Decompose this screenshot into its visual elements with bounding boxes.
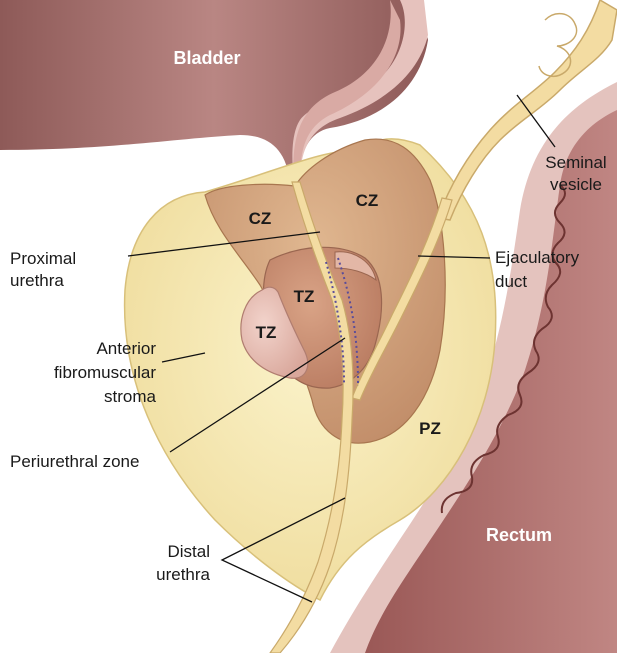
transition-zone-left <box>240 286 309 379</box>
zone-label-pz: PZ <box>419 419 441 438</box>
svg-text:Distal: Distal <box>167 542 210 561</box>
label-distal-urethra: Distal urethra <box>156 542 210 584</box>
leader-distal-urethra <box>220 497 346 603</box>
leader-periurethral-zone <box>169 337 346 453</box>
rectum-label: Rectum <box>486 525 552 545</box>
svg-text:fibromuscular: fibromuscular <box>54 363 156 382</box>
bladder: Bladder <box>0 0 428 182</box>
rectum-wall <box>365 110 617 653</box>
leader-anterior-stroma <box>161 352 206 363</box>
leader-proximal-urethra <box>127 231 321 257</box>
zone-label-cz-right: CZ <box>356 191 379 210</box>
seminal-vesicle-coil <box>538 12 578 78</box>
svg-text:duct: duct <box>495 272 527 291</box>
label-seminal-vesicle: Seminal vesicle <box>545 153 606 194</box>
svg-text:vesicle: vesicle <box>550 175 602 194</box>
verumontanum <box>334 251 377 282</box>
svg-text:Ejaculatory: Ejaculatory <box>495 248 580 267</box>
zone-label-cz-left: CZ <box>249 209 272 228</box>
label-anterior-fibromuscular-stroma: Anterior fibromuscular stroma <box>54 339 157 406</box>
bladder-lumen <box>245 0 428 182</box>
svg-text:Anterior: Anterior <box>96 339 156 358</box>
periurethral-zone-left <box>325 261 345 386</box>
label-ejaculatory-duct: Ejaculatory duct <box>495 248 580 291</box>
bladder-lumen-left <box>293 0 401 182</box>
leader-ejaculatory-duct <box>417 255 491 259</box>
svg-text:urethra: urethra <box>10 271 64 290</box>
zone-label-tz-center: TZ <box>294 287 315 306</box>
svg-text:stroma: stroma <box>104 387 157 406</box>
bladder-label: Bladder <box>173 48 240 68</box>
urethra <box>269 181 354 653</box>
label-periurethral-zone: Periurethral zone <box>10 452 139 471</box>
rectum: Rectum <box>330 82 617 653</box>
zone-label-tz-left: TZ <box>256 323 277 342</box>
label-proximal-urethra: Proximal urethra <box>10 249 76 290</box>
svg-text:urethra: urethra <box>156 565 210 584</box>
rectum-mucosa-folds <box>440 184 566 514</box>
svg-text:Proximal: Proximal <box>10 249 76 268</box>
leader-seminal-vesicle <box>516 94 556 148</box>
periurethral-zone-right <box>337 257 359 387</box>
svg-text:Seminal: Seminal <box>545 153 606 172</box>
bladder-wall <box>0 0 428 182</box>
